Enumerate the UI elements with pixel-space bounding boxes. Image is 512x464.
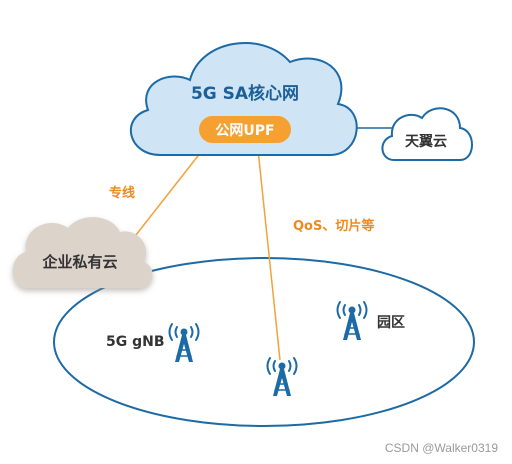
core-network-cloud — [129, 42, 358, 156]
enterprise-cloud-label: 企业私有云 — [41, 253, 117, 271]
gnb-label: 5G gNB — [106, 334, 165, 350]
enterprise-cloud — [12, 217, 153, 288]
public-cloud — [381, 107, 473, 161]
upf-badge — [199, 116, 291, 143]
dedicated-line-label: 专线 — [109, 185, 135, 201]
campus-label: 园区 — [377, 315, 405, 331]
watermark: CSDN @Walker0319 — [385, 441, 498, 455]
upf-label: 公网UPF — [215, 123, 274, 139]
core-network-title: 5G SA核心网 — [191, 83, 299, 104]
qos-slicing-link — [256, 139, 281, 361]
public-cloud-label: 天翼云 — [405, 134, 447, 150]
campus-area — [53, 257, 475, 427]
qos-slicing-label: QoS、切片等 — [293, 218, 374, 234]
